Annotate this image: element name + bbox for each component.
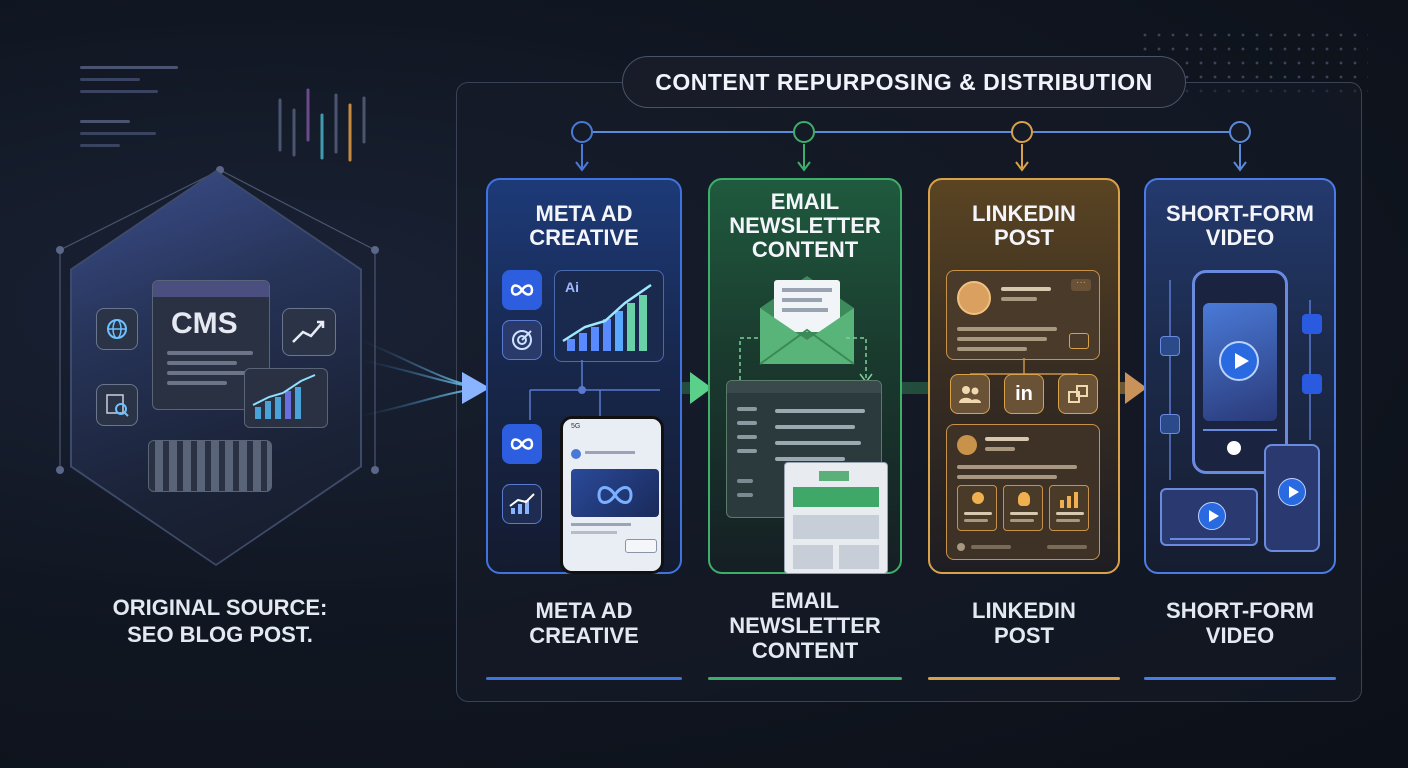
decor-line <box>80 132 156 135</box>
email-template-preview <box>784 462 888 574</box>
decor-line <box>80 90 158 93</box>
video-thumbnail-vertical <box>1264 444 1320 552</box>
meta-phone-mockup: 5G <box>560 416 664 574</box>
play-marker-icon <box>1160 336 1180 356</box>
keyboard-icon <box>148 440 272 492</box>
meta-infinity-icon-2 <box>502 424 542 464</box>
trend-chart-icon <box>282 308 336 356</box>
ai-label: Ai <box>565 279 579 295</box>
analytics-window <box>244 368 328 428</box>
video-node <box>1229 121 1251 143</box>
linkedin-post-preview <box>946 424 1100 560</box>
link-icon <box>1069 333 1089 349</box>
meta-connector <box>529 360 660 420</box>
email-underline <box>708 677 902 680</box>
target-icon <box>502 320 542 360</box>
meta-infinity-icon <box>502 270 542 310</box>
diagram-title: CONTENT REPURPOSING & DISTRIBUTION <box>622 56 1186 108</box>
insight-tile-bulb <box>1003 485 1043 531</box>
audio-marker-icon <box>1160 414 1180 434</box>
source-caption-line1: ORIGINAL SOURCE: <box>112 595 328 620</box>
play-marker-icon <box>1302 374 1322 394</box>
more-options-icon[interactable]: ··· <box>1071 278 1091 291</box>
video-underline <box>1144 677 1336 680</box>
avatar <box>957 281 991 315</box>
insight-tile-idea <box>957 485 997 531</box>
decor-line <box>80 78 140 81</box>
play-control[interactable] <box>1227 441 1241 455</box>
decor-equalizer <box>278 88 366 162</box>
source-caption: ORIGINAL SOURCE: SEO BLOG POST. <box>70 594 370 648</box>
source-caption-line2: SEO BLOG POST. <box>127 622 313 647</box>
people-icon <box>950 374 990 414</box>
play-marker-icon <box>1302 314 1322 334</box>
linkedin-profile-panel: ··· <box>946 270 1100 360</box>
signal-label: 5G <box>571 423 581 430</box>
linkedin-icon: in <box>1004 374 1044 414</box>
decor-line <box>80 66 178 69</box>
meta-underline <box>486 677 682 680</box>
globe-icon <box>96 308 138 350</box>
meta-growth-chart: Ai <box>554 270 664 362</box>
meta-node <box>571 121 593 143</box>
search-document-icon <box>96 384 138 426</box>
bar-chart-icon <box>502 484 542 524</box>
envelope-icon <box>759 276 855 365</box>
linkedin-node <box>1011 121 1033 143</box>
video-thumbnail-horizontal <box>1160 488 1258 546</box>
video-phone-mockup <box>1192 270 1288 474</box>
decor-line <box>80 144 120 147</box>
source-network-lines <box>56 166 379 474</box>
linkedin-underline <box>928 677 1120 680</box>
cms-label: CMS <box>171 307 238 340</box>
play-button[interactable] <box>1219 341 1259 381</box>
insight-tile-chart <box>1049 485 1089 531</box>
meta-ad-cta-button[interactable] <box>625 539 657 553</box>
decor-line <box>80 120 130 123</box>
email-node <box>793 121 815 143</box>
share-icon <box>1058 374 1098 414</box>
top-connector <box>575 131 1247 172</box>
